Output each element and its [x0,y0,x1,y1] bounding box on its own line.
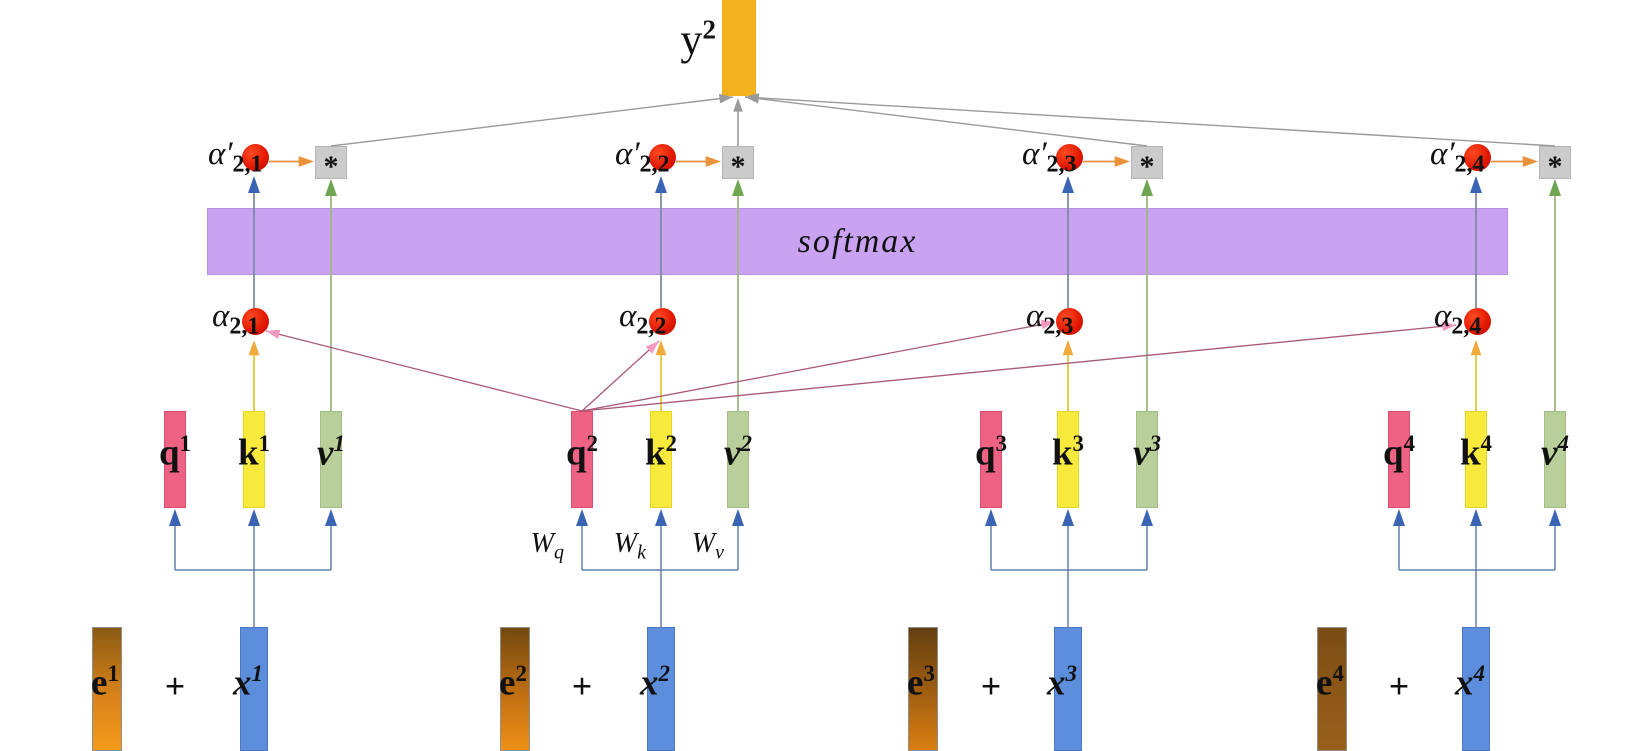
alpha-prime-label-3: α′2,3 [1022,136,1077,178]
q-label-4: q4 [1382,431,1416,474]
alpha-prime-label-4: α′2,4 [1430,136,1485,178]
x-bar-1 [240,627,268,751]
k-label-3: k3 [1051,431,1085,474]
e-bar-3 [908,627,938,751]
alpha-label-1: α2,1 [212,298,260,340]
alpha-label-4: α2,4 [1434,298,1482,340]
x-bar-2 [647,627,675,751]
star-box-4: * [1539,146,1571,183]
alpha-label-3: α2,3 [1026,298,1074,340]
k-label-2: k2 [644,431,678,474]
alpha-prime-dot-4 [1464,144,1491,171]
e-label-2: e2 [499,661,527,704]
e-bar-4 [1317,627,1347,751]
alpha-dot-1 [242,308,269,335]
alpha-prime-dot-1 [242,144,269,171]
output-y2-label: y2 [680,14,716,64]
alpha-prime-label-1: α′2,1 [208,136,263,178]
e-label-3: e3 [907,661,935,704]
v-label-1: v1 [317,431,345,474]
alpha-prime-dot-2 [649,144,676,171]
k-bar-4 [1465,411,1487,508]
plus-label-4: + [1388,666,1410,706]
e-bar-1 [92,627,122,751]
v-label-3: v3 [1133,431,1161,474]
k-bar-1 [243,411,265,508]
plus-label-2: + [571,666,593,706]
x-bar-3 [1054,627,1082,751]
alpha-dot-4 [1464,308,1491,335]
weight-wv-label: Wv [691,528,724,564]
star-box-3: * [1131,146,1163,183]
alpha-label-2: α2,2 [619,298,667,340]
k-label-1: k1 [237,431,271,474]
weight-wq-label: Wq [530,528,564,564]
e-label-4: e4 [1316,661,1344,704]
e-bar-2 [500,627,530,751]
x-label-1: x1 [233,661,263,704]
plus-label-3: + [980,666,1002,706]
output-y2-bar [722,0,756,96]
v-label-2: v2 [724,431,752,474]
weight-wk-label: Wk [613,528,646,564]
x-label-4: x4 [1455,661,1485,704]
plus-label-1: + [164,666,186,706]
alpha-prime-dot-3 [1056,144,1083,171]
e-label-1: e1 [91,661,119,704]
q-label-3: q3 [974,431,1008,474]
x-label-2: x2 [640,661,670,704]
star-box-2: * [722,146,754,183]
star-box-1: * [315,146,347,183]
alpha-prime-label-2: α′2,2 [615,136,670,178]
v-label-4: v4 [1541,431,1569,474]
q-label-1: q1 [158,431,192,474]
k-label-4: k4 [1459,431,1493,474]
x-label-3: x3 [1047,661,1077,704]
q-bar-1 [164,411,186,508]
softmax-bar: softmax [207,208,1508,275]
q-label-2: q2 [565,431,599,474]
softmax-label: softmax [797,222,918,260]
v-bar-4 [1544,411,1566,508]
